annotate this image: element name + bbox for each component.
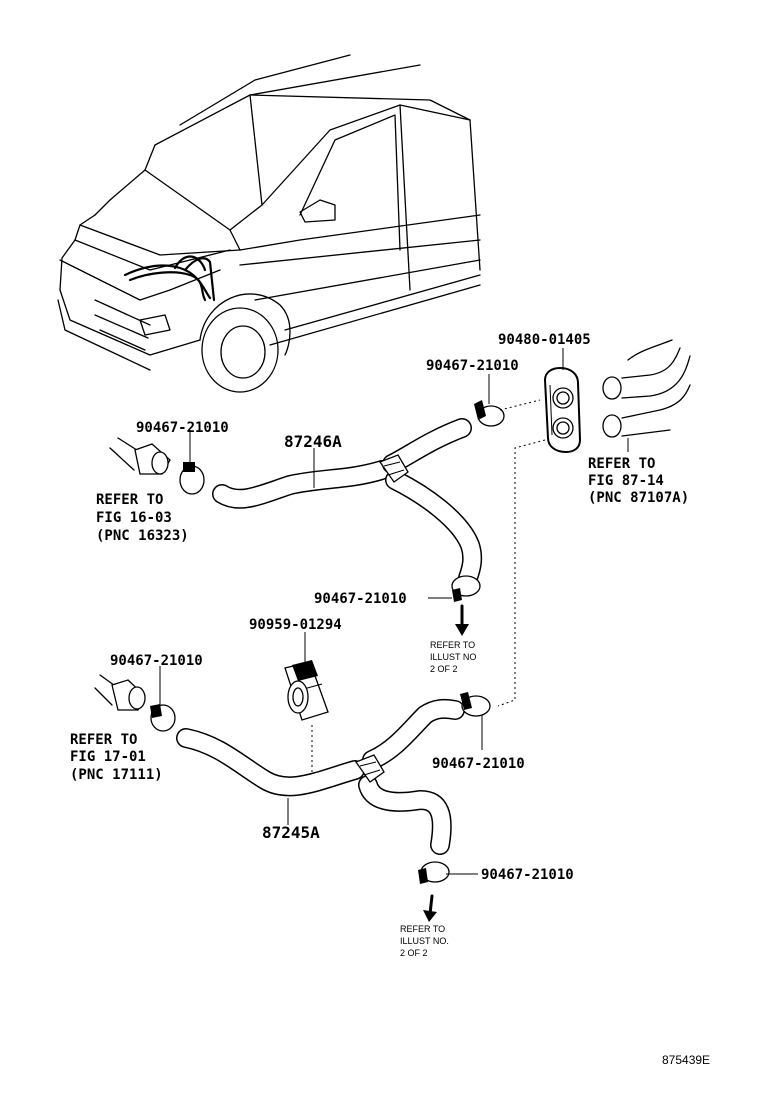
clamp-mid — [451, 575, 481, 602]
label-clamp-mid: 90467-21010 — [314, 591, 407, 607]
arrow-bottom — [423, 894, 437, 922]
svg-text:(PNC 17111): (PNC 17111) — [70, 767, 163, 783]
vehicle-illustration — [57, 54, 481, 393]
svg-text:ILLUST NO: ILLUST NO — [430, 652, 476, 662]
svg-text:ILLUST NO.: ILLUST NO. — [400, 936, 449, 946]
figure-id: 875439E — [662, 1053, 710, 1067]
clamp-lower-right — [460, 692, 491, 717]
svg-text:REFER TO: REFER TO — [96, 492, 163, 508]
clamp-top-left — [179, 462, 205, 495]
label-clamp-lower-right: 90467-21010 — [432, 756, 525, 772]
clamp-lower-left — [150, 704, 176, 732]
svg-text:FIG 17-01: FIG 17-01 — [70, 749, 146, 765]
svg-text:REFER TO: REFER TO — [588, 456, 655, 472]
svg-text:FIG 16-03: FIG 16-03 — [96, 510, 172, 526]
label-hose-upper: 87246A — [284, 432, 342, 451]
svg-text:REFER TO: REFER TO — [400, 924, 445, 934]
hose-87245a — [176, 698, 465, 855]
label-gasket: 90480-01405 — [498, 332, 591, 348]
svg-text:2 OF 2: 2 OF 2 — [430, 664, 458, 674]
label-clamp-lower-left: 90467-21010 — [110, 653, 203, 669]
svg-text:FIG 87-14: FIG 87-14 — [588, 473, 664, 489]
svg-text:REFER TO: REFER TO — [70, 732, 137, 748]
label-clip-part: 90959-01294 — [249, 617, 342, 633]
clamp-top-right — [474, 400, 505, 427]
label-hose-lower: 87245A — [262, 823, 320, 842]
pipe-left-upper — [109, 437, 171, 475]
svg-text:(PNC 87107A): (PNC 87107A) — [588, 490, 689, 506]
hose-87246a — [212, 418, 483, 588]
label-clamp-top-right: 90467-21010 — [426, 358, 519, 374]
clamp-bottom — [418, 861, 450, 884]
illust-ref-mid: REFER TO ILLUST NO 2 OF 2 — [430, 640, 476, 674]
clip-90959 — [284, 660, 329, 721]
ref-left-lower: REFER TO FIG 17-01 (PNC 17111) — [70, 732, 163, 783]
label-clamp-bottom: 90467-21010 — [481, 867, 574, 883]
ref-right: REFER TO FIG 87-14 (PNC 87107A) — [588, 456, 689, 506]
illust-ref-bottom: REFER TO ILLUST NO. 2 OF 2 — [400, 924, 449, 958]
svg-text:(PNC 16323): (PNC 16323) — [96, 528, 189, 544]
leader-lines — [159, 348, 629, 875]
ref-left-upper: REFER TO FIG 16-03 (PNC 16323) — [96, 492, 189, 544]
arrow-mid — [455, 604, 469, 636]
grommet-90480 — [543, 366, 582, 454]
svg-text:REFER TO: REFER TO — [430, 640, 475, 650]
label-clamp-top-left: 90467-21010 — [136, 420, 229, 436]
svg-text:2 OF 2: 2 OF 2 — [400, 948, 428, 958]
pipes-right — [602, 339, 691, 452]
pipe-left-lower — [94, 674, 146, 711]
